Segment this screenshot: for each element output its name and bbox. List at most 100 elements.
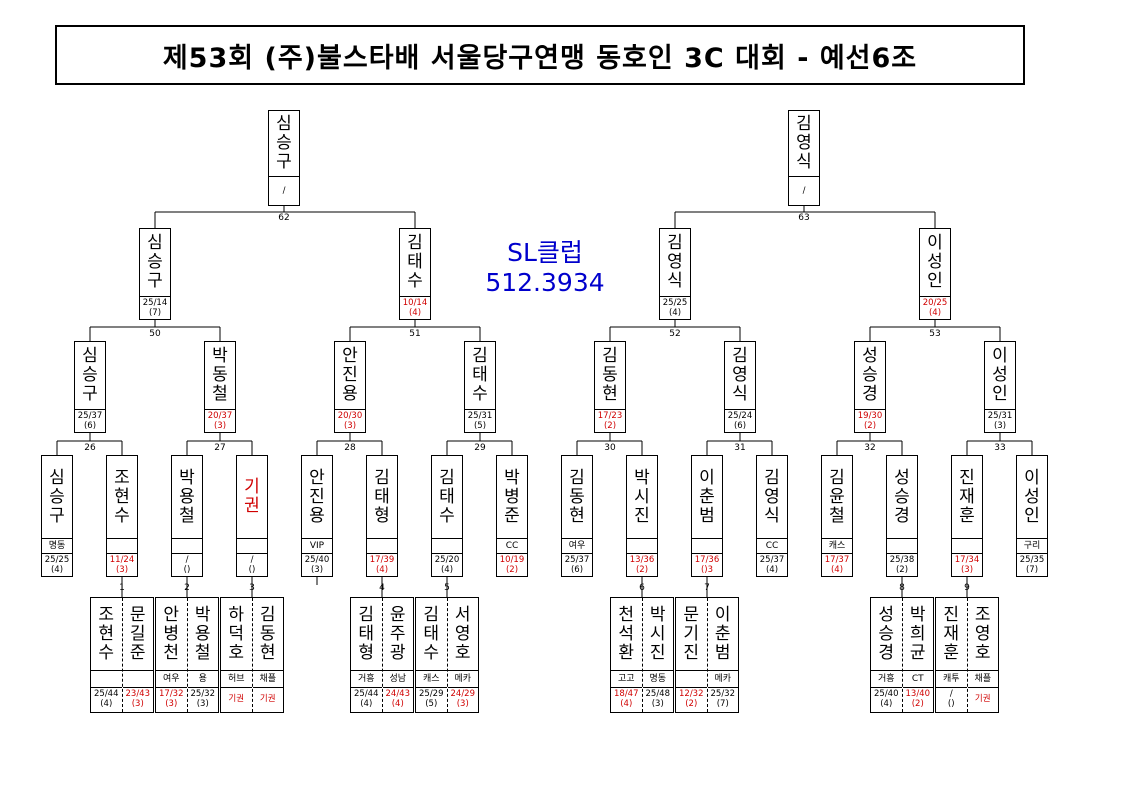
score-cell: 17/39(4) — [367, 553, 397, 576]
match-number: 26 — [84, 443, 96, 453]
score-cell: 11/24(3) — [107, 553, 137, 576]
rank-value: (4) — [360, 699, 373, 709]
score-cell: 24/29(3) — [447, 687, 478, 712]
club-label: 허브 — [221, 670, 252, 687]
score-cell: 25/32(7) — [707, 687, 738, 712]
club-label — [627, 538, 657, 553]
rank-value: (2) — [685, 699, 698, 709]
score-cell: 20/30(3) — [335, 409, 365, 432]
score-cell: 25/20(4) — [432, 553, 462, 576]
score-cell: 20/37(3) — [205, 409, 235, 432]
rank-value: (6) — [83, 421, 97, 431]
score-value: / — [185, 555, 189, 565]
rank-value: (4) — [50, 565, 64, 575]
rank-value: (5) — [473, 421, 487, 431]
club-label: 메카 — [447, 670, 478, 687]
club-label: 여우 — [562, 538, 592, 553]
rank-value: (3) — [456, 699, 469, 709]
club-label — [91, 670, 122, 687]
rank-value: (3) — [310, 565, 324, 575]
score-value: / — [949, 689, 953, 699]
score-cell: 25/48(3) — [642, 687, 673, 712]
match-number: 51 — [409, 329, 421, 339]
score-value: 25/24 — [727, 411, 753, 421]
score-cell: 23/43(3) — [122, 687, 153, 712]
score-cell: 13/40(2) — [902, 687, 933, 712]
rank-value: () — [183, 565, 191, 575]
rank-value: (7) — [716, 699, 729, 709]
score-cell: 25/44(4) — [351, 687, 382, 712]
rank-value: (5) — [425, 699, 438, 709]
rank-value: (3) — [196, 699, 209, 709]
score-cell: 17/36()3 — [692, 553, 722, 576]
club-label: CC — [757, 538, 787, 553]
club-label — [676, 670, 707, 687]
club-label — [887, 538, 917, 553]
score-cell: 17/23(2) — [595, 409, 625, 432]
rank-value: (3) — [165, 699, 178, 709]
score-value: 13/36 — [629, 555, 655, 565]
score-value: 25/40 — [304, 555, 330, 565]
score-value: 25/25 — [44, 555, 70, 565]
rank-value: (4) — [765, 565, 779, 575]
score-value: 25/20 — [434, 555, 460, 565]
match-number: 6 — [639, 583, 645, 593]
score-value: 25/37 — [564, 555, 590, 565]
match-number: 62 — [278, 213, 290, 223]
match-number: 9 — [964, 583, 970, 593]
score-value: 25/40 — [874, 689, 899, 699]
club-label: CT — [902, 670, 933, 687]
score-cell: /() — [237, 553, 267, 576]
score-value: 25/31 — [987, 411, 1013, 421]
rank-value: (2) — [603, 421, 617, 431]
score-value: 20/37 — [207, 411, 233, 421]
score-cell: 25/40(3) — [302, 553, 332, 576]
score-value: 20/30 — [337, 411, 363, 421]
rank-value: (6) — [733, 421, 747, 431]
score-cell: 10/14(4) — [400, 296, 430, 319]
score-value: 25/38 — [889, 555, 915, 565]
rank-value: (4) — [620, 699, 633, 709]
score-cell: 25/31(5) — [465, 409, 495, 432]
rank-value: (7) — [1025, 565, 1039, 575]
sponsor-label: SL클럽 512.3934 — [470, 238, 620, 298]
match-number: 53 — [929, 329, 941, 339]
rank-value: (4) — [880, 699, 893, 709]
score-cell: 25/37(6) — [75, 409, 105, 432]
score-value: 25/48 — [645, 689, 671, 699]
score-cell: 25/44(4) — [91, 687, 122, 712]
club-label: 구리 — [1017, 538, 1047, 553]
score-value: 25/32 — [710, 689, 736, 699]
rank-value: (3) — [993, 421, 1007, 431]
score-value: 13/40 — [905, 689, 931, 699]
club-label — [107, 538, 137, 553]
score-cell: 18/47(4) — [611, 687, 642, 712]
rank-value: (3) — [343, 421, 357, 431]
